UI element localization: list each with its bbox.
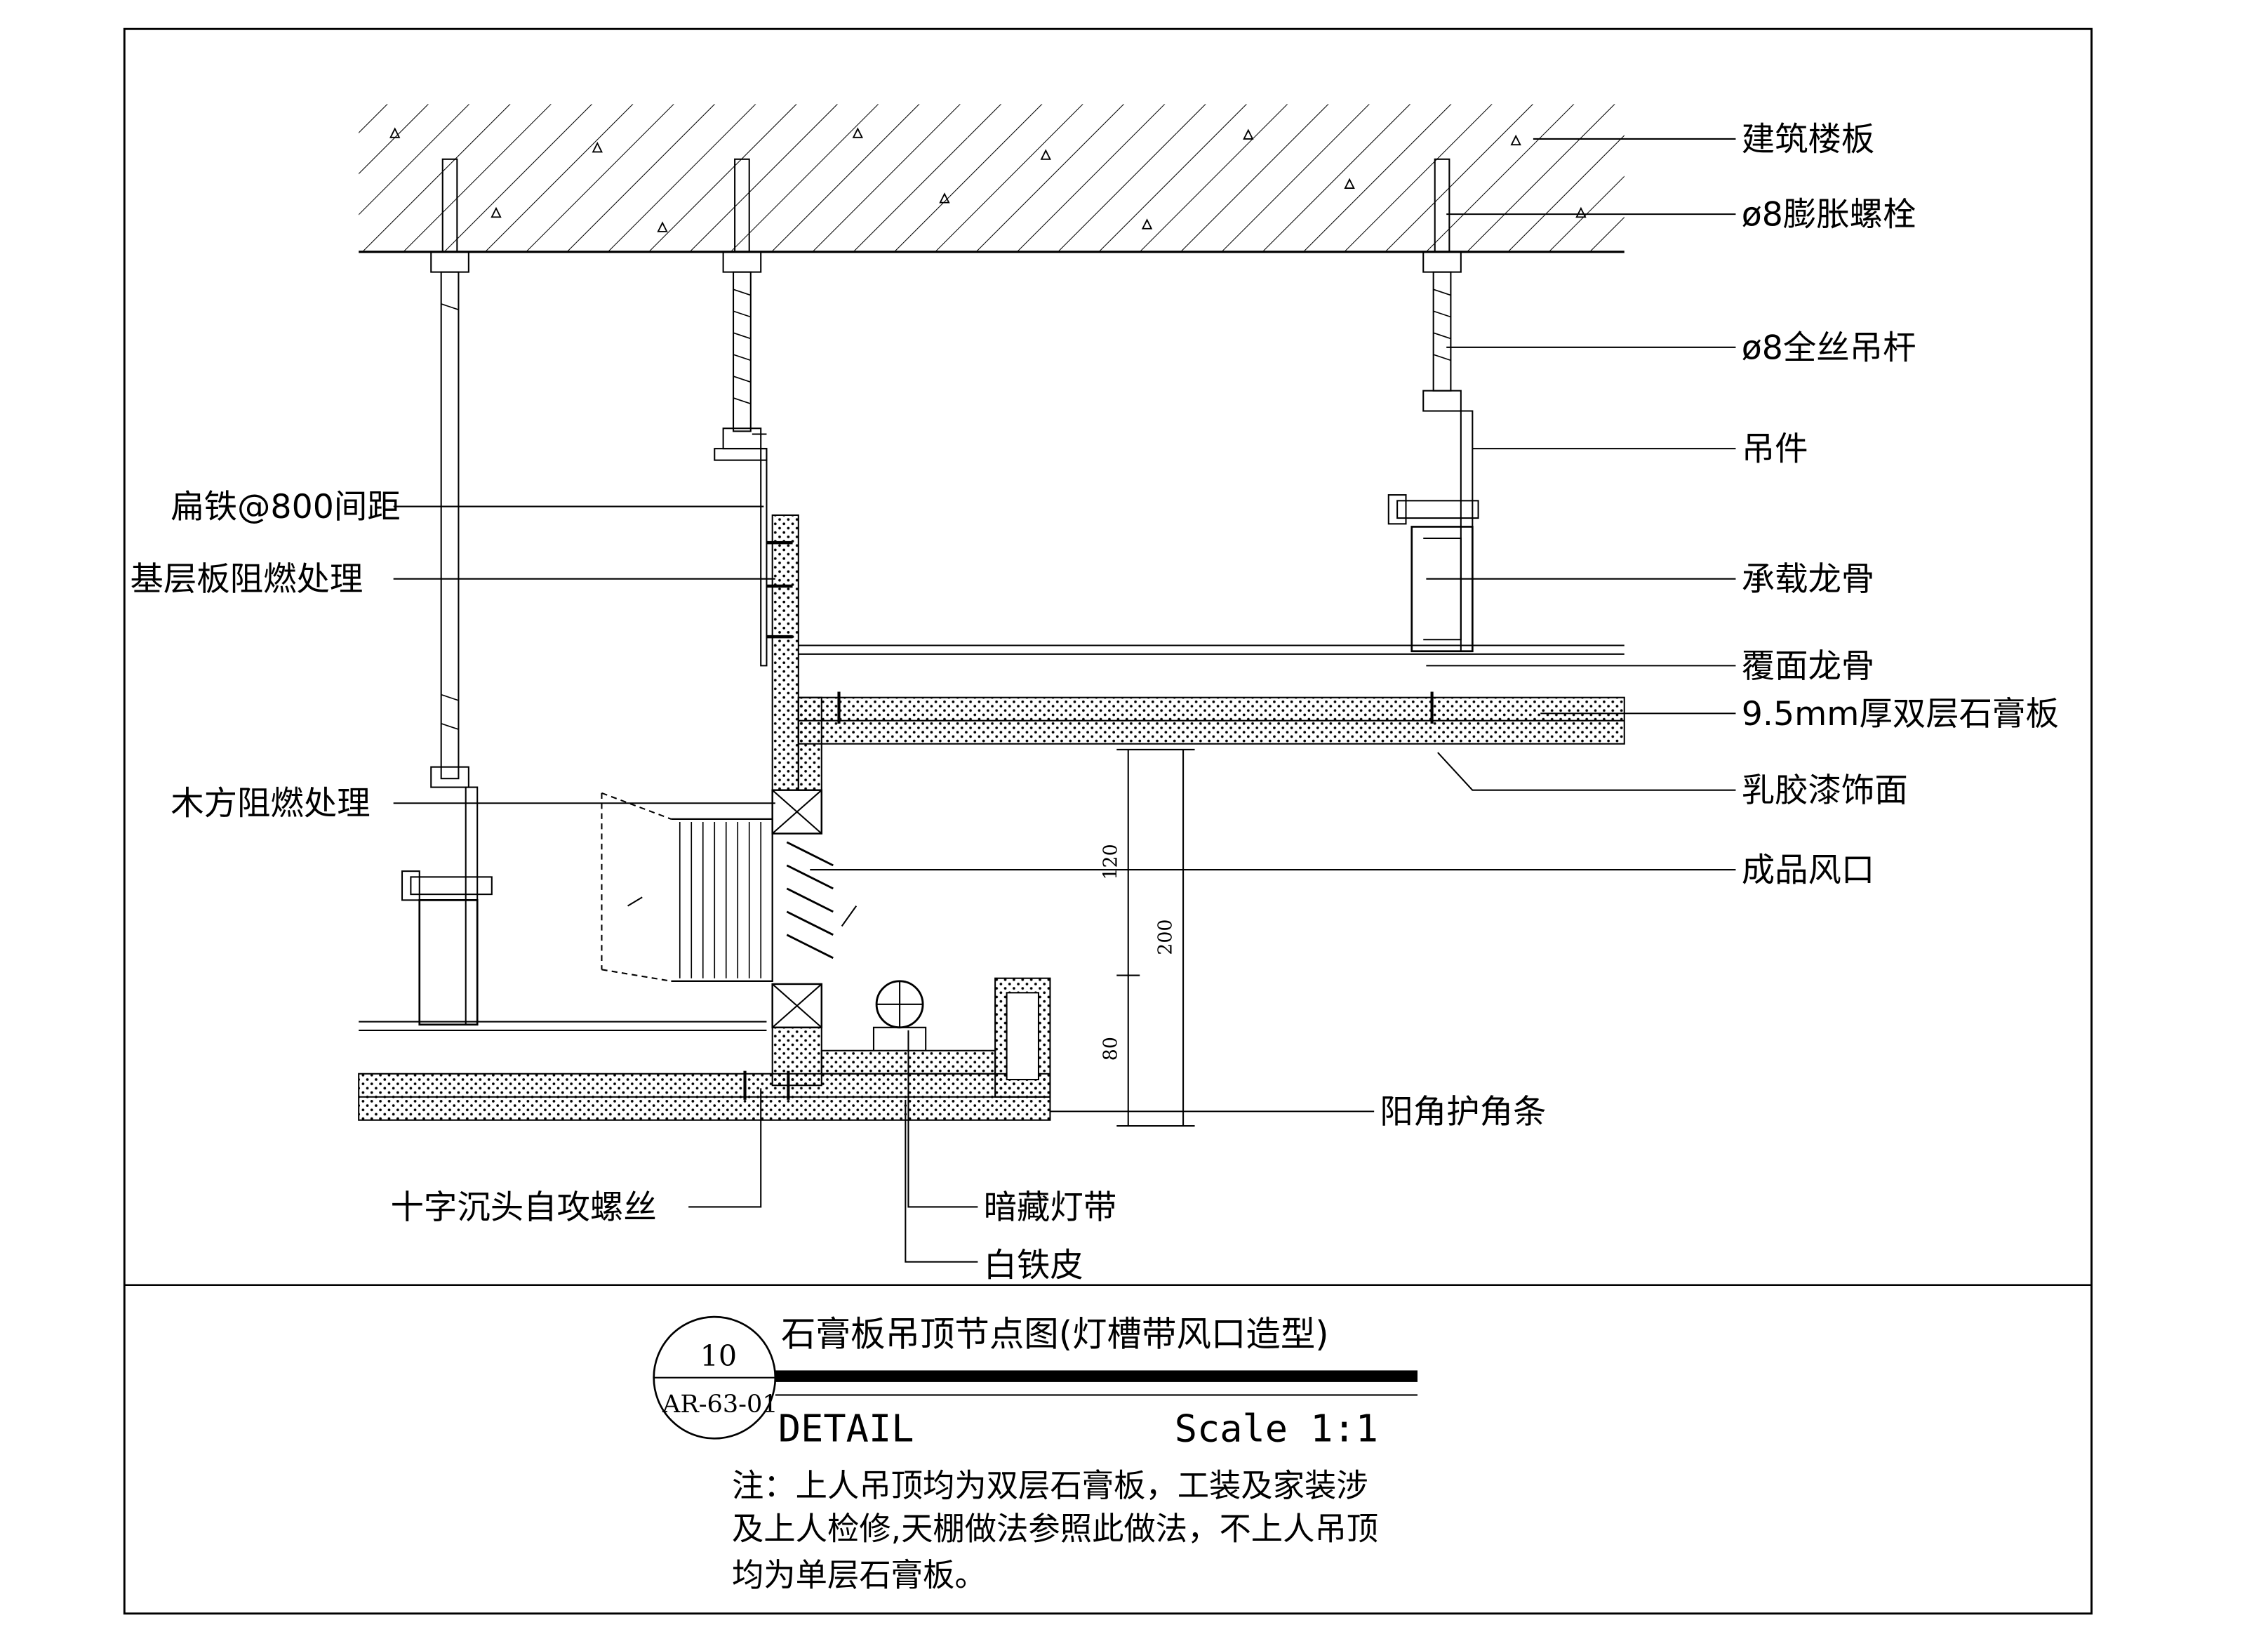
right-leaders [810,138,1736,1113]
label-threaded-rod: ø8全丝吊杆 [1742,328,1916,367]
building-slab [359,104,1625,253]
detail-number: 10 [700,1339,737,1373]
label-screw: 十字沉头自攻螺丝 [391,1188,657,1227]
label-building-slab: 建筑楼板 [1742,120,1875,159]
dim-120: 120 [1100,844,1121,880]
label-corner-bead: 阳角护角条 [1380,1093,1546,1131]
upper-ceiling [797,644,1625,745]
dimension-lines: 120 200 80 [1100,748,1195,1127]
label-hanger: 吊件 [1742,430,1808,469]
left-labels: 扁铁@800间距 基层板阻燃处理 木方阻燃处理 十字沉头自攻螺丝 暗藏灯带 白铁… [131,488,1117,1285]
label-hidden-light: 暗藏灯带 [984,1188,1117,1227]
dim-200: 200 [1155,920,1177,955]
label-white-iron: 白铁皮 [984,1246,1083,1285]
left-hanger-keel [401,786,493,1026]
label-base-board: 基层板阻燃处理 [131,560,363,599]
air-vent [601,792,858,982]
note-line-3: 均为单层石膏板。 [732,1557,987,1594]
dim-80: 80 [1100,1037,1121,1061]
label-air-vent: 成品风口 [1742,851,1875,890]
left-leaders [393,505,978,1263]
label-gypsum-board: 9.5mm厚双层石膏板 [1742,695,2059,734]
hanger-rods [430,158,1462,788]
sheet-border [123,27,2093,1615]
label-flat-iron: 扁铁@800间距 [171,488,400,526]
drawing-title: 石膏板吊顶节点图(灯槽带风口造型) [781,1313,1329,1354]
note-line-1: 注：上人吊顶均为双层石膏板，工装及家装涉 [732,1467,1368,1504]
detail-word: DETAIL [778,1406,914,1450]
label-wood-block: 木方阻燃处理 [171,785,370,823]
right-hanger-keel [1387,410,1479,653]
label-latex-paint: 乳胶漆饰面 [1742,771,1908,810]
sheet-reference: AR-63-01 [662,1390,778,1419]
note-line-2: 及上人检修,天棚做法参照此做法，不上人吊顶 [732,1511,1378,1548]
vertical-box [752,433,823,1087]
title-block: 10 AR-63-01 石膏板吊顶节点图(灯槽带风口造型) DETAIL Sca… [653,1313,1418,1594]
label-expansion-bolt: ø8膨胀螺栓 [1742,196,1916,234]
right-labels: 建筑楼板 ø8膨胀螺栓 ø8全丝吊杆 吊件 承载龙骨 覆面龙骨 9.5mm厚双层… [1380,120,2058,1131]
scale-text: Scale 1:1 [1175,1406,1378,1450]
lower-ceiling [358,977,1051,1121]
label-cover-keel: 覆面龙骨 [1742,647,1875,686]
light-fixture [872,980,927,1051]
label-main-keel: 承载龙骨 [1742,560,1875,599]
